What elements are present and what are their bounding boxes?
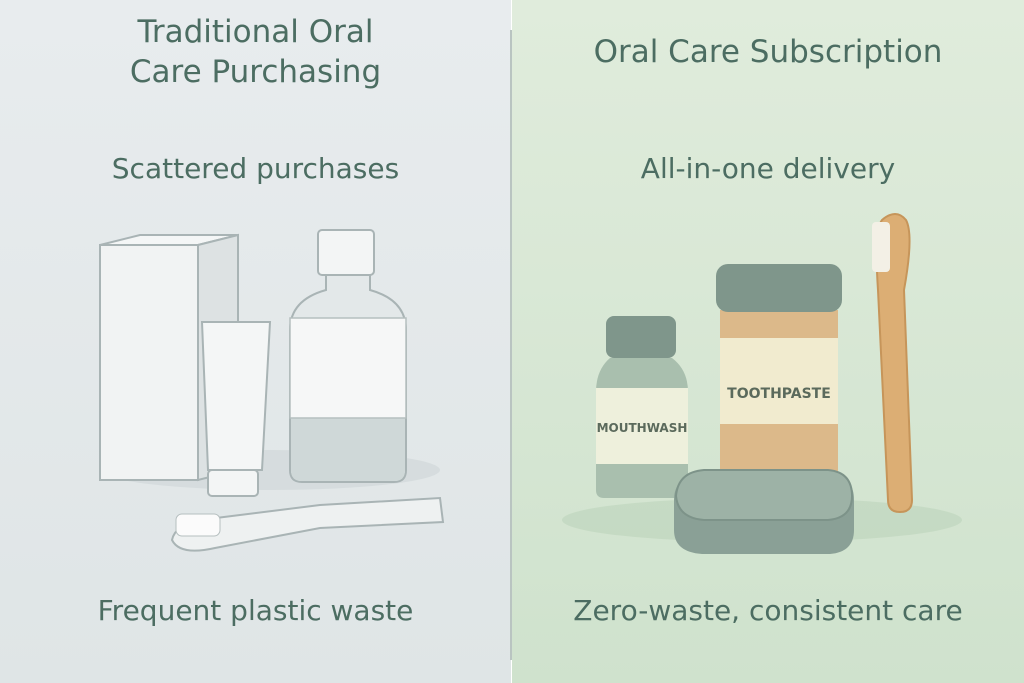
toothpaste-tube-icon (200, 321, 272, 497)
bamboo-toothbrush-icon (872, 213, 914, 514)
traditional-products-illustration (99, 229, 445, 552)
toothbrush-icon (170, 496, 445, 552)
divider (510, 30, 512, 660)
traditional-title: Traditional Oral Care Purchasing (0, 12, 511, 92)
traditional-footer: Frequent plastic waste (97, 594, 414, 627)
tin-container-icon (674, 469, 854, 554)
subscription-title: Oral Care Subscription (593, 34, 943, 70)
toothpaste-jar-icon: TOOTHPASTE (716, 264, 842, 480)
subscription-products-illustration: MOUTHWASH TOOTHPASTE (562, 213, 962, 554)
title-line-1: Traditional Oral (137, 14, 374, 50)
mouthwash-label: MOUTHWASH (597, 421, 688, 435)
subscription-subtitle: All-in-one delivery (640, 152, 896, 185)
traditional-panel: Traditional Oral Care Purchasing Scatter… (0, 0, 511, 683)
box-icon (99, 233, 239, 482)
title-line-2: Care Purchasing (129, 54, 382, 90)
subscription-panel: Oral Care Subscription All-in-one delive… (512, 0, 1024, 683)
subscription-footer: Zero-waste, consistent care (573, 594, 963, 627)
mouthwash-bottle-icon: MOUTHWASH (596, 316, 688, 498)
toothpaste-label: TOOTHPASTE (727, 386, 831, 402)
bottle-icon (289, 229, 407, 483)
traditional-subtitle: Scattered purchases (111, 152, 400, 185)
